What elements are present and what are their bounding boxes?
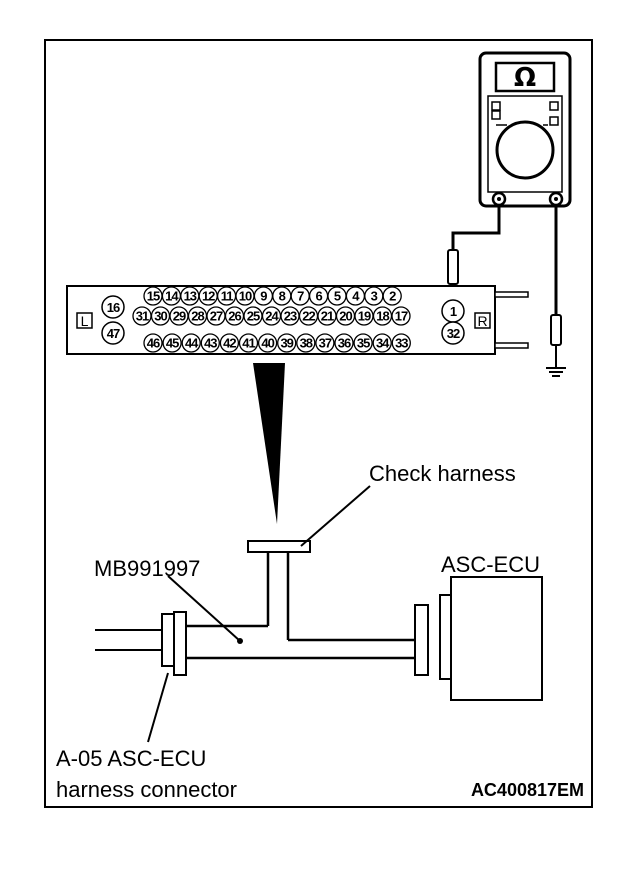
pin-12: 12 [202, 289, 215, 304]
ecu-side-connector [414, 604, 429, 676]
a05-connector-inner [173, 611, 187, 676]
pin-circle [391, 333, 411, 353]
pin-9: 9 [260, 289, 267, 304]
pin-38: 38 [300, 336, 313, 351]
probe-tip-positive [447, 249, 459, 285]
pin-46: 46 [147, 336, 160, 351]
pin-30: 30 [154, 309, 167, 324]
pin-6: 6 [315, 289, 322, 304]
pin-24: 24 [265, 309, 279, 324]
pin-circle [181, 333, 201, 353]
pin-25: 25 [247, 309, 260, 324]
pin-44: 44 [185, 336, 199, 351]
leader-a05 [147, 672, 169, 743]
pin-circle [353, 333, 373, 353]
label-check-harness: Check harness [369, 461, 516, 486]
label-mb991997: MB991997 [94, 556, 200, 581]
pin-circle [391, 306, 411, 326]
pin-circle [277, 333, 297, 353]
pin-19: 19 [358, 309, 371, 324]
ground-symbol [546, 367, 566, 377]
pin-37: 37 [319, 336, 332, 351]
pin-32: 32 [447, 326, 460, 341]
pin-circle [162, 333, 182, 353]
pin-28: 28 [191, 309, 204, 324]
side-marker-left: L [81, 313, 89, 329]
a05-connector-outer [161, 613, 175, 667]
pin-42: 42 [223, 336, 236, 351]
pointer-wedge [253, 363, 285, 524]
check-harness-connector [247, 540, 311, 553]
pin-21: 21 [321, 309, 334, 324]
pin-34: 34 [376, 336, 390, 351]
pin-36: 36 [338, 336, 351, 351]
pin-14: 14 [165, 289, 179, 304]
pin-11: 11 [221, 289, 234, 304]
pin-45: 45 [166, 336, 179, 351]
pin-13: 13 [184, 289, 197, 304]
side-marker-right: R [477, 313, 487, 329]
label-harness-line1: A-05 ASC-ECU [56, 746, 206, 771]
meter-display [494, 61, 556, 93]
pin-8: 8 [279, 289, 286, 304]
leader-mb991997 [167, 575, 241, 642]
pin-2: 2 [389, 289, 396, 304]
pin-circle [372, 333, 392, 353]
pin-10: 10 [239, 289, 252, 304]
pin-circle [296, 333, 316, 353]
pin-3: 3 [371, 289, 378, 304]
pin-40: 40 [261, 336, 274, 351]
pin-5: 5 [334, 289, 341, 304]
figure-code: AC400817EM [471, 780, 584, 800]
probe-tip-ground [550, 314, 562, 346]
pin-29: 29 [173, 309, 186, 324]
leader-check-harness [300, 485, 371, 547]
pin-41: 41 [242, 336, 255, 351]
pin-4: 4 [352, 289, 360, 304]
pin-33: 33 [395, 336, 408, 351]
pin-31: 31 [136, 309, 149, 324]
ohm-symbol: Ω [514, 63, 536, 93]
pin-1: 1 [450, 304, 457, 319]
label-asc-ecu: ASC-ECU [441, 552, 540, 577]
pin-circle [315, 333, 335, 353]
pin-35: 35 [357, 336, 370, 351]
pin-16: 16 [107, 300, 120, 315]
pin-circle [143, 333, 163, 353]
pin-27: 27 [210, 309, 223, 324]
figure-frame [44, 39, 593, 808]
asc-ecu-box [439, 594, 452, 680]
pin-47: 47 [107, 326, 120, 341]
selector-dial [495, 120, 555, 180]
pin-circle [257, 333, 278, 353]
pin-18: 18 [376, 309, 389, 324]
pin-circle [334, 333, 354, 353]
pin-20: 20 [339, 309, 352, 324]
pin-43: 43 [204, 336, 217, 351]
pin-23: 23 [284, 309, 297, 324]
pin-17: 17 [395, 309, 408, 324]
pin-39: 39 [280, 336, 293, 351]
pin-circle [238, 333, 259, 353]
pin-circle [219, 333, 240, 353]
pin-7: 7 [297, 289, 304, 304]
pin-26: 26 [228, 309, 241, 324]
check-harness-assembly [95, 540, 543, 701]
pin-circle [200, 333, 220, 353]
pin-circle [382, 286, 402, 306]
label-harness-line2: harness connector [56, 777, 237, 802]
multimeter: Ω [478, 51, 572, 208]
pin-15: 15 [147, 289, 160, 304]
pin-22: 22 [302, 309, 315, 324]
